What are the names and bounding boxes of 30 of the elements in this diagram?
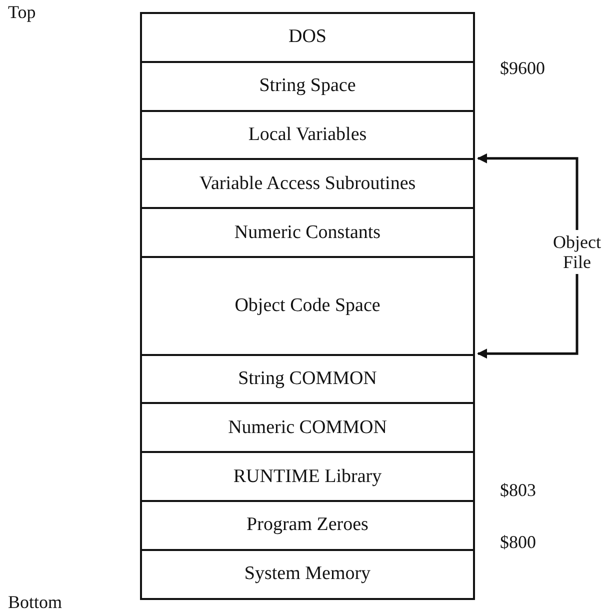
- bracket-label: Object File: [548, 232, 606, 272]
- block-label: String COMMON: [238, 368, 377, 390]
- block-label: System Memory: [244, 563, 371, 586]
- block-label: DOS: [288, 26, 326, 48]
- arrow: [477, 153, 578, 230]
- block-label: Numeric COMMON: [228, 416, 387, 439]
- memory-block: [140, 500, 475, 551]
- block-label: Program Zeroes: [246, 514, 368, 536]
- memory-block: [140, 256, 475, 356]
- memory-block: [140, 60, 475, 112]
- arrow: [477, 274, 578, 359]
- address-label: $800: [500, 532, 537, 553]
- top-label: Top: [8, 2, 37, 23]
- memory-block: [140, 402, 475, 454]
- block-label: Object Code Space: [234, 294, 380, 317]
- memory-block: [140, 354, 475, 404]
- memory-block: [140, 158, 475, 210]
- address-label: $9600: [500, 58, 546, 79]
- bottom-label: Bottom: [8, 592, 64, 613]
- memory-block: [140, 12, 475, 63]
- memory-block: [140, 548, 475, 600]
- block-label: Numeric Constants: [234, 222, 381, 244]
- memory-block: [140, 110, 475, 160]
- memory-block: [140, 207, 475, 258]
- memory-block: [140, 451, 475, 502]
- block-label: Local Variables: [248, 124, 367, 146]
- block-label: String Space: [259, 75, 356, 98]
- block-label: Variable Access Subroutines: [199, 172, 416, 195]
- block-label: RUNTIME Library: [233, 466, 382, 488]
- address-label: $803: [500, 480, 537, 501]
